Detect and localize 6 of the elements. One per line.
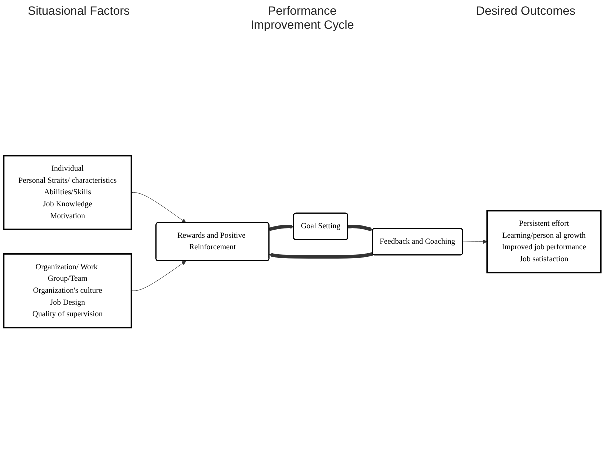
arrow <box>269 224 294 232</box>
column-heading: Desired Outcomes <box>475 4 577 20</box>
column-heading: Performance Improvement Cycle <box>250 4 356 32</box>
arrow <box>269 252 374 259</box>
arrow <box>348 225 374 232</box>
column-heading: Situasional Factors <box>26 4 132 20</box>
